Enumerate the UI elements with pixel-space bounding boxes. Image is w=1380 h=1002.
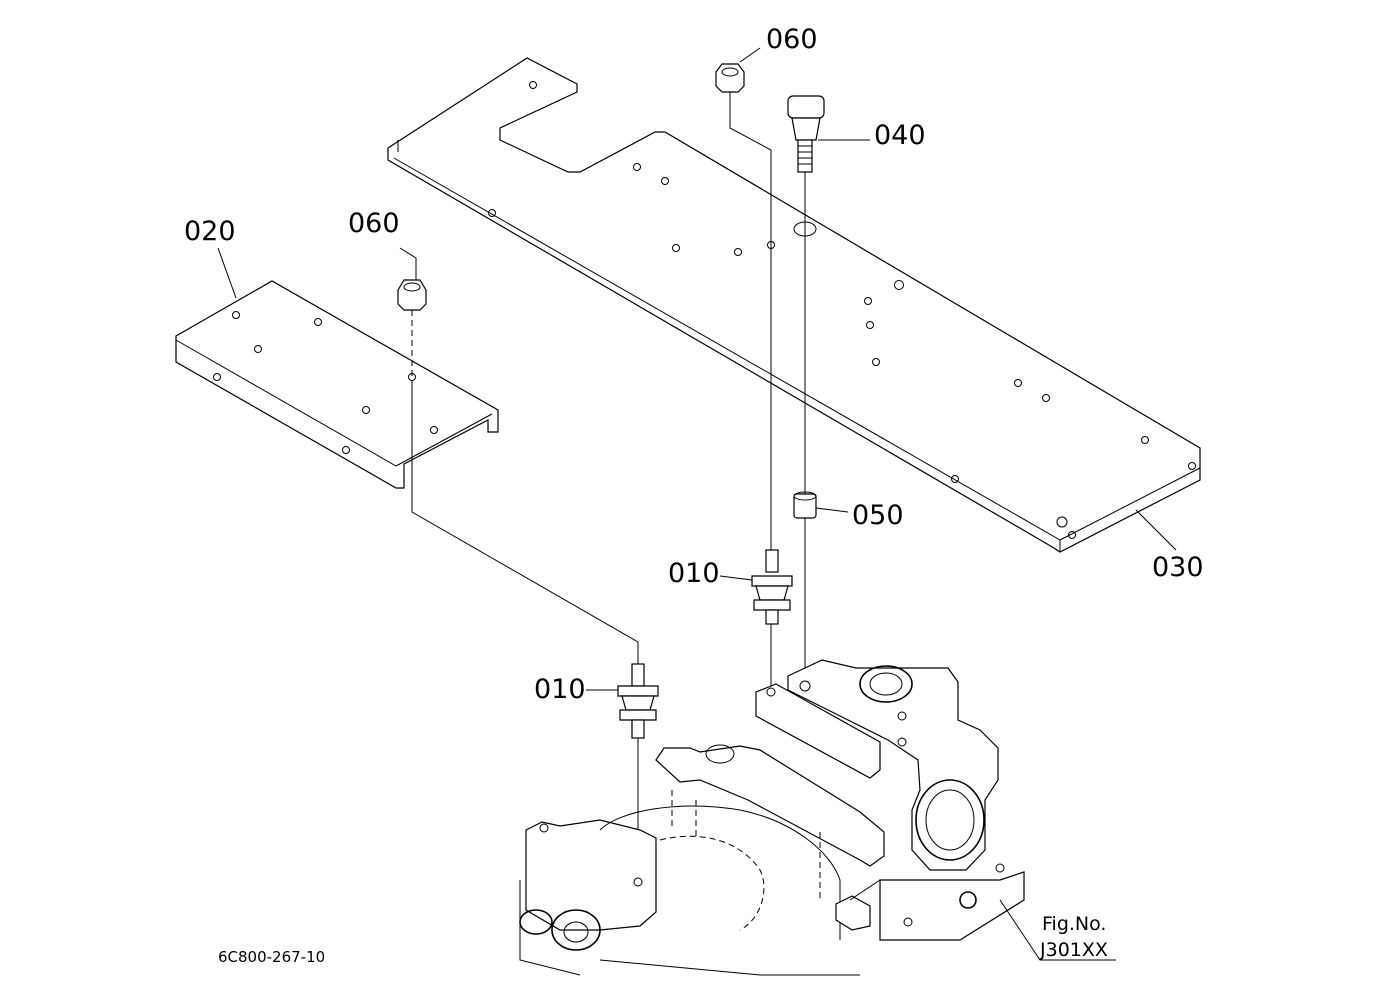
callout-040: 040 bbox=[874, 120, 926, 151]
part-060-nut-upper[interactable] bbox=[715, 63, 745, 93]
part-010-mount-left[interactable] bbox=[617, 663, 659, 739]
part-010-mount-right[interactable] bbox=[751, 549, 793, 625]
part-030-plate[interactable] bbox=[387, 57, 1201, 553]
assembly-guide-lines bbox=[411, 92, 806, 880]
part-050-collar[interactable] bbox=[793, 491, 817, 519]
callout-060-upper: 060 bbox=[766, 24, 818, 55]
callout-050: 050 bbox=[852, 500, 904, 531]
fig-number: J301XX bbox=[1039, 939, 1108, 961]
leader-lines bbox=[217, 47, 1177, 961]
callout-010-left: 010 bbox=[534, 674, 586, 705]
callout-030: 030 bbox=[1152, 552, 1204, 583]
hydraulic-housing bbox=[519, 659, 1025, 976]
callout-060-left: 060 bbox=[348, 208, 400, 239]
part-020-bracket[interactable] bbox=[175, 280, 499, 489]
callout-010-right: 010 bbox=[668, 558, 720, 589]
drawing-code: 6C800-267-10 bbox=[218, 948, 325, 966]
fig-label: Fig.No. bbox=[1042, 913, 1106, 935]
part-060-nut-left[interactable] bbox=[397, 279, 427, 311]
callout-020: 020 bbox=[184, 216, 236, 247]
part-040-bolt[interactable] bbox=[787, 95, 825, 173]
